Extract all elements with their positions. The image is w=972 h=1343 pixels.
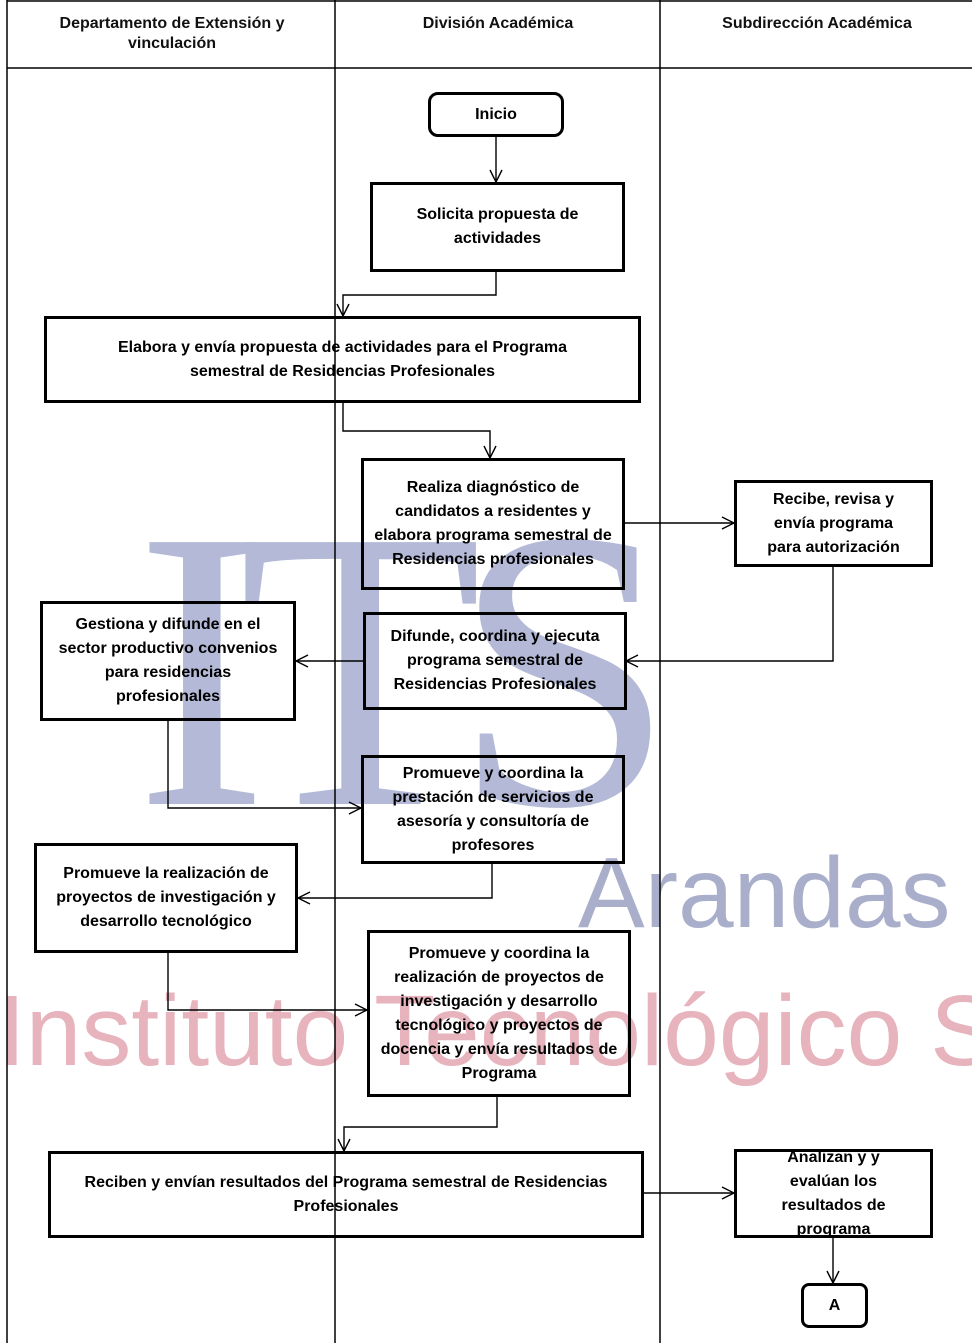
lane-header-extension: Departamento de Extensión y vinculación	[59, 15, 285, 52]
swimlane-grid	[6, 0, 972, 1343]
connector-agreements-to-advisory	[167, 721, 361, 808]
analyze-results-step: Analizan y y evalúan los resultados de p…	[734, 1149, 933, 1238]
connector-review-to-disseminate	[626, 567, 834, 661]
connector-a-node: A	[801, 1283, 868, 1328]
coordinate-research-step: Promueve y coordina la realización de pr…	[367, 930, 631, 1097]
disseminate-program-step: Difunde, coordina y ejecuta programa sem…	[363, 612, 627, 710]
request-proposal-step: Solicita propuesta de actividades	[370, 182, 625, 272]
manage-agreements-step: Gestiona y difunde en el sector producti…	[40, 601, 296, 721]
diagnosis-step: Realiza diagnóstico de candidatos a resi…	[361, 458, 625, 590]
connector-research-ext-to-coordinate	[167, 953, 367, 1010]
promote-research-extension-step: Promueve la realización de proyectos de …	[34, 843, 298, 953]
connector-coordinate-to-results	[344, 1097, 498, 1151]
lane-header-academic-subdirectorate: Subdirección Académica	[722, 15, 912, 32]
receive-results-step: Reciben y envían resultados del Programa…	[48, 1151, 644, 1238]
connector-request-to-prepare	[343, 272, 497, 316]
promote-advisory-step: Promueve y coordina la prestación de ser…	[361, 755, 625, 864]
prepare-proposal-step: Elabora y envía propuesta de actividades…	[44, 316, 641, 403]
connector-prepare-to-diagnosis	[342, 403, 490, 458]
start-node: Inicio	[428, 92, 564, 137]
review-program-step: Recibe, revisa y envía programa para aut…	[734, 480, 933, 567]
connector-advisory-to-research-ext	[298, 864, 493, 898]
lane-header-academic-division: División Académica	[422, 15, 574, 32]
